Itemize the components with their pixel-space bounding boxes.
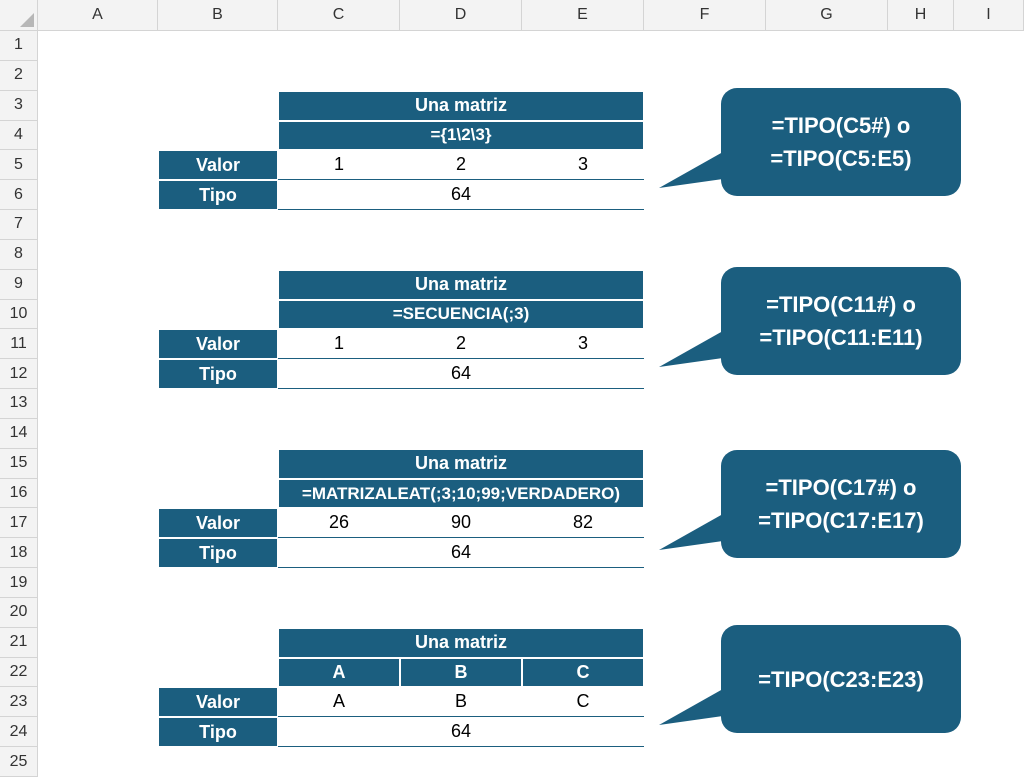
callout-line: =TIPO(C17:E17)	[758, 508, 924, 533]
table-title[interactable]: Una matriz	[278, 269, 644, 300]
tipo-label[interactable]: Tipo	[158, 538, 278, 569]
row-header-5[interactable]: 5	[0, 150, 38, 181]
tipo-value-cell[interactable]: 64	[278, 717, 644, 748]
row-header-1[interactable]: 1	[0, 31, 38, 61]
callout-line: =TIPO(C17#) o	[765, 475, 917, 500]
callout-line: =TIPO(C11#) o	[766, 292, 916, 317]
row-header-17[interactable]: 17	[0, 508, 38, 539]
column-header-h[interactable]: H	[888, 0, 954, 31]
formula-callout: =TIPO(C17#) o =TIPO(C17:E17)	[721, 450, 961, 558]
table-title[interactable]: Una matriz	[278, 90, 644, 121]
row-header-16[interactable]: 16	[0, 478, 38, 509]
row-header-6[interactable]: 6	[0, 180, 38, 211]
valor-cell[interactable]: 3	[522, 150, 644, 181]
valor-cell[interactable]: 2	[400, 150, 522, 181]
formula-callout: =TIPO(C23:E23)	[721, 625, 961, 733]
row-header-10[interactable]: 10	[0, 299, 38, 330]
callout-line: =TIPO(C23:E23)	[758, 666, 924, 692]
callout-tail	[659, 327, 730, 367]
row-header-9[interactable]: 9	[0, 269, 38, 300]
select-all-corner[interactable]	[0, 0, 38, 31]
column-header-d[interactable]: D	[400, 0, 522, 31]
row-header-23[interactable]: 23	[0, 687, 38, 718]
row-header-11[interactable]: 11	[0, 329, 38, 360]
valor-cell[interactable]: 1	[278, 150, 400, 181]
row-header-19[interactable]: 19	[0, 568, 38, 598]
row-header-12[interactable]: 12	[0, 359, 38, 390]
callout-text: =TIPO(C5#) o =TIPO(C5:E5)	[770, 109, 911, 175]
column-header-b[interactable]: B	[158, 0, 278, 31]
formula-callout: =TIPO(C11#) o =TIPO(C11:E11)	[721, 267, 961, 375]
valor-label[interactable]: Valor	[158, 508, 278, 539]
row-header-20[interactable]: 20	[0, 597, 38, 628]
table-title[interactable]: Una matriz	[278, 448, 644, 479]
column-header-f[interactable]: F	[644, 0, 766, 31]
valor-label[interactable]: Valor	[158, 687, 278, 718]
tipo-label[interactable]: Tipo	[158, 180, 278, 211]
row-header-21[interactable]: 21	[0, 627, 38, 658]
table-column-header[interactable]: C	[522, 657, 644, 688]
row-header-8[interactable]: 8	[0, 239, 38, 270]
valor-cell[interactable]: 3	[522, 329, 644, 360]
callout-line: =TIPO(C11:E11)	[759, 325, 923, 350]
callout-line: =TIPO(C5:E5)	[770, 146, 912, 171]
column-header-c[interactable]: C	[278, 0, 400, 31]
valor-cell[interactable]: A	[278, 687, 400, 718]
callout-text: =TIPO(C23:E23)	[758, 663, 924, 696]
valor-label[interactable]: Valor	[158, 329, 278, 360]
tipo-value-cell[interactable]: 64	[278, 538, 644, 569]
column-header-g[interactable]: G	[766, 0, 888, 31]
valor-cell[interactable]: 26	[278, 508, 400, 539]
row-header-13[interactable]: 13	[0, 389, 38, 419]
tipo-value-cell[interactable]: 64	[278, 359, 644, 390]
column-header-e[interactable]: E	[522, 0, 644, 31]
valor-cell[interactable]: B	[400, 687, 522, 718]
valor-cell[interactable]: 82	[522, 508, 644, 539]
table-title[interactable]: Una matriz	[278, 627, 644, 658]
tipo-value-cell[interactable]: 64	[278, 180, 644, 211]
row-header-3[interactable]: 3	[0, 90, 38, 121]
table-column-header[interactable]: B	[400, 657, 522, 688]
row-header-15[interactable]: 15	[0, 448, 38, 479]
row-header-22[interactable]: 22	[0, 657, 38, 688]
callout-text: =TIPO(C11#) o =TIPO(C11:E11)	[759, 288, 922, 354]
row-header-4[interactable]: 4	[0, 120, 38, 151]
callout-tail	[659, 510, 730, 550]
row-header-7[interactable]: 7	[0, 210, 38, 240]
table-formula[interactable]: =MATRIZALEAT(;3;10;99;VERDADERO)	[278, 478, 644, 509]
valor-label[interactable]: Valor	[158, 150, 278, 181]
row-header-25[interactable]: 25	[0, 747, 38, 777]
column-header-a[interactable]: A	[38, 0, 158, 31]
row-header-14[interactable]: 14	[0, 418, 38, 449]
valor-cell[interactable]: 90	[400, 508, 522, 539]
column-header-i[interactable]: I	[954, 0, 1024, 31]
tipo-label[interactable]: Tipo	[158, 359, 278, 390]
valor-cell[interactable]: 1	[278, 329, 400, 360]
row-header-24[interactable]: 24	[0, 717, 38, 748]
row-header-18[interactable]: 18	[0, 538, 38, 569]
select-all-triangle-icon	[20, 13, 34, 27]
tipo-label[interactable]: Tipo	[158, 717, 278, 748]
table-formula[interactable]: =SECUENCIA(;3)	[278, 299, 644, 330]
row-header-2[interactable]: 2	[0, 60, 38, 91]
formula-callout: =TIPO(C5#) o =TIPO(C5:E5)	[721, 88, 961, 196]
valor-cell[interactable]: 2	[400, 329, 522, 360]
table-formula[interactable]: ={1\2\3}	[278, 120, 644, 151]
valor-cell[interactable]: C	[522, 687, 644, 718]
callout-text: =TIPO(C17#) o =TIPO(C17:E17)	[758, 471, 924, 537]
callout-tail	[659, 685, 730, 725]
table-column-header[interactable]: A	[278, 657, 400, 688]
callout-line: =TIPO(C5#) o	[771, 113, 911, 138]
callout-tail	[659, 148, 730, 188]
